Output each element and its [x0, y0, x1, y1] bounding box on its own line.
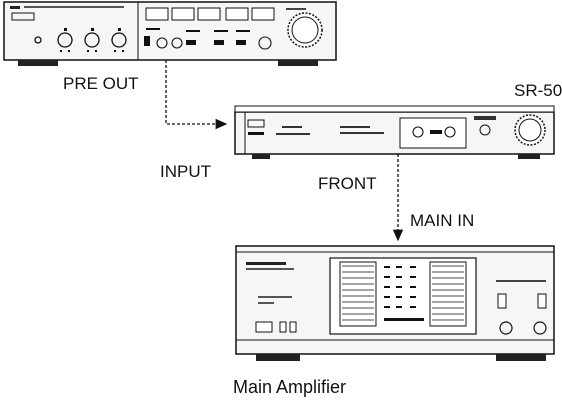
- main-in-label: MAIN IN: [410, 211, 475, 230]
- cable-pre-out-to-input: [165, 60, 228, 130]
- front-label: FRONT: [318, 174, 377, 193]
- main-amplifier-device: [235, 245, 555, 361]
- model-label: SR-50: [514, 81, 562, 100]
- preamplifier-device: [3, 1, 337, 66]
- main-amplifier-label: Main Amplifier: [233, 377, 347, 397]
- sr50-device: [234, 105, 555, 159]
- input-label: INPUT: [160, 162, 211, 181]
- pre-out-label: PRE OUT: [63, 74, 139, 93]
